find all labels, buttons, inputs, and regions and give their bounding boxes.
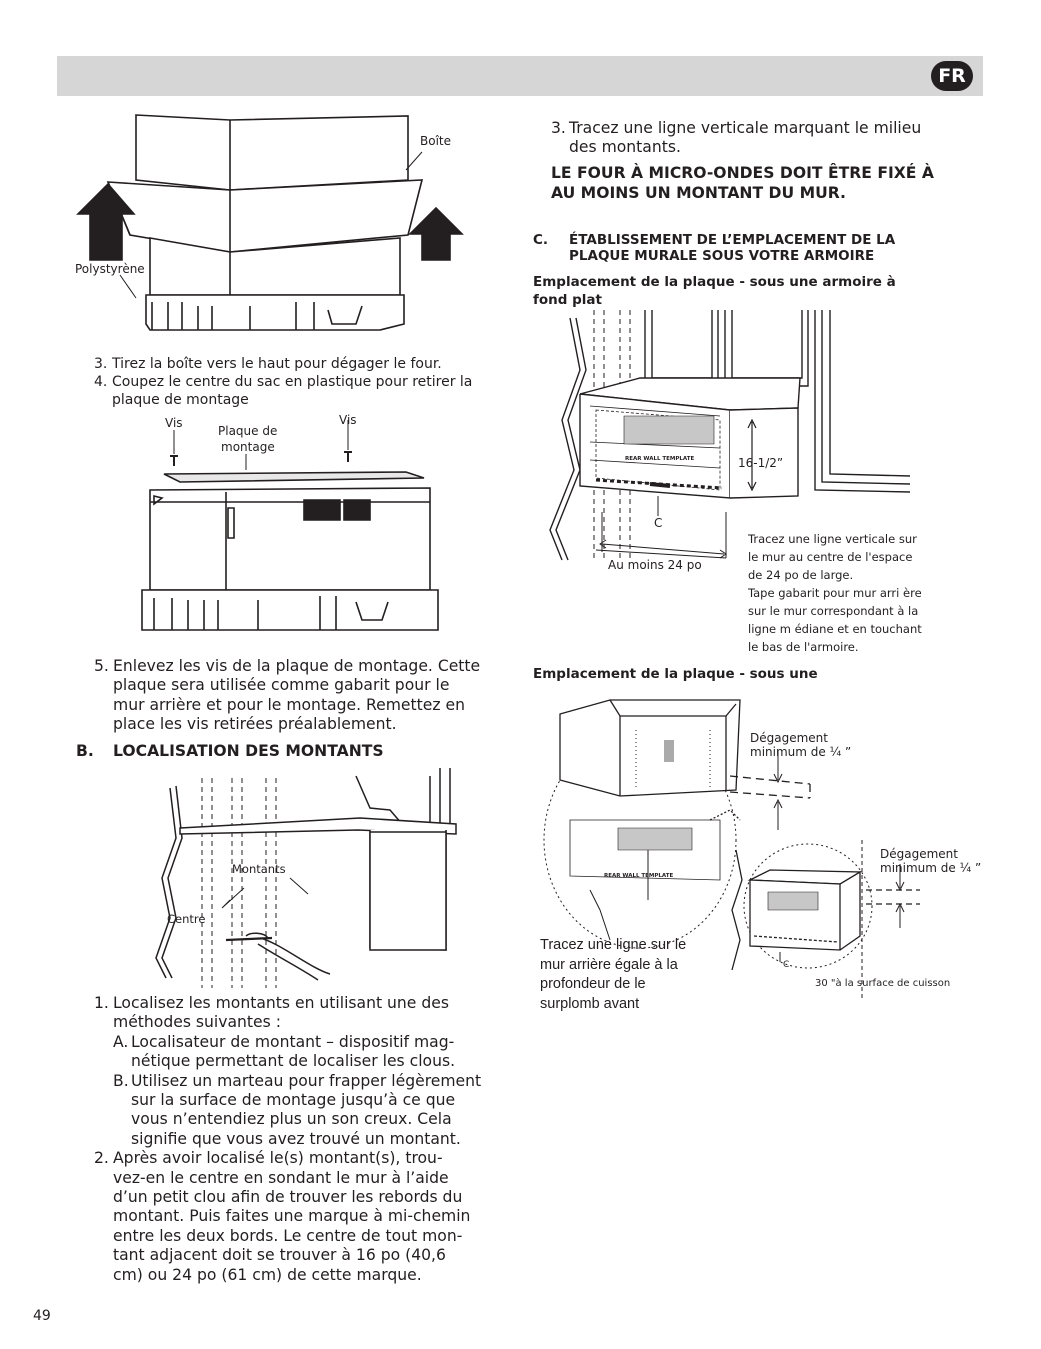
overhang-note-line-2: mur arrière égale à la xyxy=(540,956,678,973)
step-number: 3. xyxy=(94,356,108,372)
header-band xyxy=(57,56,983,96)
clearance-2-line-1: Dégagement xyxy=(880,847,958,861)
flat-note-line-6: ligne m édiane et en touchant xyxy=(748,622,922,636)
center-mark-under: C xyxy=(783,960,790,970)
template-text-flat: REAR WALL TEMPLATE xyxy=(625,456,695,462)
step-5-line-1: Enlevez les vis de la plaque de montage.… xyxy=(113,657,481,675)
method-a-line-2: nétique permettant de localiser les clou… xyxy=(131,1052,456,1071)
step-number: 4. xyxy=(94,374,108,390)
stud-step-2-line-4: montant. Puis faites une marque à mi-che… xyxy=(113,1207,471,1226)
method-letter: B. xyxy=(113,1071,129,1090)
clearance-2-line-2: minimum de ¼ ” xyxy=(880,861,982,875)
method-letter: A. xyxy=(113,1032,129,1051)
label-polystyrene: Polystyrène xyxy=(75,262,145,276)
step-text: Tirez la boîte vers le haut pour dégager… xyxy=(112,356,442,372)
step-5-line-3: mur arrière et pour le montage. Remettez… xyxy=(113,695,465,714)
stud-step-1-line-2: méthodes suivantes : xyxy=(113,1013,281,1032)
step-number: 5. xyxy=(94,657,109,675)
flat-note-line-4: Tape gabarit pour mur arri ère xyxy=(748,586,922,600)
stud-step-2-line-1: Après avoir localisé le(s) montant(s), t… xyxy=(113,1149,443,1168)
method-b-line-2: sur la surface de montage jusqu’à ce que xyxy=(131,1090,456,1109)
section-b-letter: B. xyxy=(76,742,94,760)
dimension-width: Au moins 24 po xyxy=(608,558,702,572)
flat-cabinet-illustration xyxy=(540,310,915,570)
right-step-3-line-1: Tracez une ligne verticale marquant le m… xyxy=(569,119,922,137)
step-5-line-2: plaque sera utilisée comme gabarit pour … xyxy=(113,676,450,695)
stud-step-2-line-3: d’un petit clou afin de trouver les rebo… xyxy=(113,1187,463,1206)
clearance-1-line-1: Dégagement xyxy=(750,731,828,745)
stud-step-2-line-6: tant adjacent doit se trouver à 16 po (4… xyxy=(113,1246,446,1265)
flat-note-line-3: de 24 po de large. xyxy=(748,568,854,582)
section-c-title-line-1: ÉTABLISSEMENT DE L’EMPLACEMENT DE LA xyxy=(569,232,896,248)
warning-line-2: AU MOINS UN MONTANT DU MUR. xyxy=(551,184,846,202)
overhang-note-line-1: Tracez une ligne sur le xyxy=(540,937,687,953)
step-5-line-4: place les vis retirées préalablement. xyxy=(113,715,397,734)
stud-step-2-line-5: entre les deux bords. Le centre de tout … xyxy=(113,1226,463,1245)
dimension-height: 16-1/2” xyxy=(738,456,784,470)
flat-note: Tracez une ligne verticale sur le mur au… xyxy=(748,530,948,656)
cooktop-note: 30 "à la surface de cuisson xyxy=(815,978,951,989)
step-number: 1. xyxy=(94,994,109,1012)
right-step-3-line-2: des montants. xyxy=(569,138,681,157)
box-lift-illustration xyxy=(70,110,450,340)
overhang-note: Tracez une ligne sur le mur arrière égal… xyxy=(540,936,740,1014)
template-text-under: REAR WALL TEMPLATE xyxy=(604,873,674,879)
overhang-note-line-4: surplomb avant xyxy=(540,995,640,1012)
step-number: 2. xyxy=(94,1149,109,1168)
stud-step-1-line-1: Localisez les montants en utilisant une … xyxy=(113,994,449,1012)
subheading-under: Emplacement de la plaque - sous une xyxy=(533,666,818,682)
warning-line-1: LE FOUR À MICRO-ONDES DOIT ÊTRE FIXÉ À xyxy=(551,164,934,182)
flat-note-line-5: sur le mur correspondant à la xyxy=(748,604,919,618)
center-mark-flat: C xyxy=(654,516,663,530)
stud-step-2-line-7: cm) ou 24 po (61 cm) de cette marque. xyxy=(113,1265,422,1284)
method-b-line-4: signifie que vous avez trouvé un montant… xyxy=(131,1129,461,1148)
label-center: Centre xyxy=(167,912,206,926)
subheading-flat-line-1: Emplacement de la plaque - sous une armo… xyxy=(533,274,896,290)
label-plate-line-2: montage xyxy=(221,440,275,454)
flat-note-line-1: Tracez une ligne verticale sur xyxy=(748,532,917,546)
label-box: Boîte xyxy=(420,134,451,148)
page-number: 49 xyxy=(33,1308,51,1324)
method-b-line-3: vous n’entendiez plus un son creux. Cela xyxy=(131,1110,452,1129)
mounting-plate-illustration xyxy=(130,430,450,650)
clearance-1-line-2: minimum de ¼ ” xyxy=(750,745,852,759)
method-a-line-1: Localisateur de montant – dispositif mag… xyxy=(131,1032,455,1051)
language-badge: FR xyxy=(931,61,973,91)
label-screw-left: Vis xyxy=(165,416,183,430)
flat-note-line-2: le mur au centre de l'espace xyxy=(748,550,913,564)
overhang-note-line-3: profondeur de le xyxy=(540,976,646,992)
section-c-letter: C. xyxy=(533,232,549,248)
step-text-line-2: plaque de montage xyxy=(112,392,249,408)
section-b-title: LOCALISATION DES MONTANTS xyxy=(113,742,384,760)
section-c-title-line-2: PLAQUE MURALE SOUS VOTRE ARMOIRE xyxy=(569,248,875,264)
stud-locating-illustration xyxy=(140,768,470,988)
overhang-cabinet-illustration xyxy=(540,700,980,1010)
step-text-line-1: Coupez le centre du sac en plastique pou… xyxy=(112,374,473,390)
label-plate-line-1: Plaque de xyxy=(218,424,278,438)
stud-step-2-line-2: vez-en le centre en sondant le mur à l’a… xyxy=(113,1168,449,1187)
subheading-flat-line-2: fond plat xyxy=(533,292,602,308)
label-studs: Montants xyxy=(232,862,286,876)
step-number: 3. xyxy=(551,119,566,137)
method-b-line-1: Utilisez un marteau pour frapper légèrem… xyxy=(131,1071,482,1090)
flat-note-line-7: le bas de l'armoire. xyxy=(748,640,859,654)
